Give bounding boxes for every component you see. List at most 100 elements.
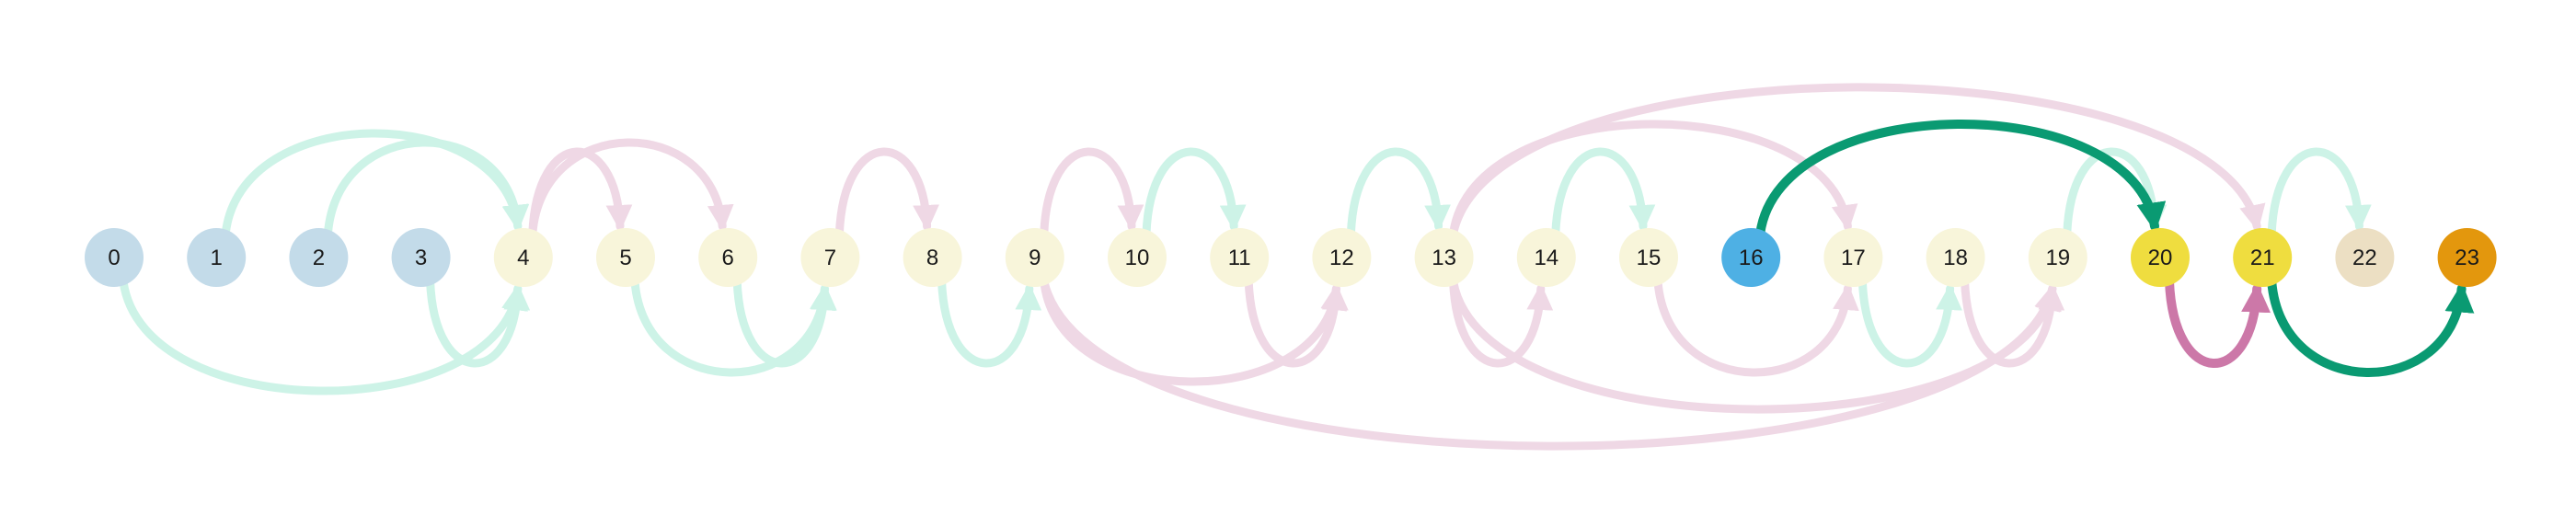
node-0-label: 0 (108, 246, 120, 270)
edge-9-to-12 (1040, 277, 1347, 386)
node-8-circle (903, 228, 962, 287)
node-9[interactable]: 9 (1005, 228, 1064, 287)
edge-1-to-4 (221, 129, 529, 238)
node-2-label: 2 (313, 246, 325, 270)
node-15-circle (1619, 228, 1678, 287)
node-2[interactable]: 2 (289, 228, 349, 287)
edge-5-to-7 (630, 277, 836, 377)
node-15-label: 15 (1637, 246, 1662, 270)
node-11[interactable]: 11 (1210, 228, 1270, 287)
node-8[interactable]: 8 (903, 228, 962, 287)
node-11-label: 11 (1228, 246, 1251, 270)
node-7[interactable]: 7 (800, 228, 860, 287)
edge-10-to-11 (1142, 147, 1247, 238)
node-14-label: 14 (1534, 246, 1558, 270)
node-15[interactable]: 15 (1619, 228, 1678, 287)
node-3-label: 3 (415, 246, 427, 270)
edge-13-to-21 (1449, 83, 2266, 238)
node-2-circle (289, 228, 349, 287)
node-23-circle (2437, 228, 2497, 287)
node-17-label: 17 (1841, 246, 1866, 270)
node-6-circle (698, 228, 758, 287)
node-21[interactable]: 21 (2233, 228, 2293, 287)
node-10-label: 10 (1125, 246, 1150, 270)
node-10[interactable]: 10 (1108, 228, 1167, 287)
edge-16-to-20 (1755, 120, 2167, 238)
node-17[interactable]: 17 (1823, 228, 1883, 287)
node-7-label: 7 (824, 246, 836, 270)
edge-9-to-10 (1040, 147, 1144, 238)
node-19-label: 19 (2045, 246, 2070, 270)
node-17-circle (1823, 228, 1883, 287)
node-5[interactable]: 5 (596, 228, 655, 287)
node-18[interactable]: 18 (1926, 228, 1985, 287)
node-19[interactable]: 19 (2028, 228, 2087, 287)
node-11-circle (1210, 228, 1270, 287)
node-13-circle (1414, 228, 1474, 287)
node-5-circle (596, 228, 655, 287)
node-5-label: 5 (619, 246, 631, 270)
edge-13-to-19 (1449, 277, 2062, 414)
node-4[interactable]: 4 (493, 228, 553, 287)
node-18-label: 18 (1943, 246, 1968, 270)
node-22-label: 22 (2352, 246, 2377, 270)
edge-19-to-20 (2063, 147, 2168, 238)
node-9-label: 9 (1029, 246, 1041, 270)
node-4-label: 4 (517, 246, 529, 270)
edge-4-to-6 (528, 138, 734, 238)
node-6[interactable]: 6 (698, 228, 758, 287)
node-12[interactable]: 12 (1312, 228, 1372, 287)
node-20-label: 20 (2148, 246, 2173, 270)
node-3[interactable]: 3 (391, 228, 451, 287)
node-21-label: 21 (2250, 246, 2275, 270)
node-7-circle (800, 228, 860, 287)
node-9-circle (1005, 228, 1064, 287)
edge-14-to-15 (1551, 147, 1656, 238)
edge-2-to-4 (323, 138, 530, 238)
node-12-circle (1312, 228, 1372, 287)
node-16-label: 16 (1739, 246, 1764, 270)
node-13[interactable]: 13 (1414, 228, 1474, 287)
edge-0-to-4 (119, 277, 528, 395)
node-3-circle (391, 228, 451, 287)
edge-21-to-23 (2267, 277, 2475, 377)
node-6-label: 6 (722, 246, 734, 270)
node-16[interactable]: 16 (1721, 228, 1781, 287)
node-0-circle (85, 228, 144, 287)
edge-7-to-8 (834, 147, 939, 238)
edge-12-to-13 (1346, 147, 1451, 238)
node-23-label: 23 (2455, 246, 2479, 270)
node-0[interactable]: 0 (85, 228, 144, 287)
node-13-label: 13 (1432, 246, 1456, 270)
node-1-circle (187, 228, 247, 287)
edge-18-to-19 (1961, 277, 2065, 368)
node-20[interactable]: 20 (2131, 228, 2190, 287)
node-8-label: 8 (926, 246, 938, 270)
node-22-circle (2335, 228, 2395, 287)
node-1-label: 1 (211, 246, 223, 270)
edge-13-to-14 (1449, 277, 1554, 368)
edge-6-to-7 (732, 277, 837, 368)
edge-15-to-17 (1653, 277, 1859, 377)
node-1[interactable]: 1 (187, 228, 247, 287)
edges-layer (119, 83, 2475, 451)
node-4-circle (493, 228, 553, 287)
node-19-circle (2028, 228, 2087, 287)
edge-8-to-9 (937, 277, 1042, 368)
node-22[interactable]: 22 (2335, 228, 2395, 287)
node-18-circle (1926, 228, 1985, 287)
edge-3-to-4 (426, 277, 531, 368)
edge-11-to-12 (1244, 277, 1349, 368)
node-14[interactable]: 14 (1516, 228, 1576, 287)
node-16-circle (1721, 228, 1781, 287)
node-12-label: 12 (1329, 246, 1354, 270)
node-20-circle (2131, 228, 2190, 287)
edge-20-to-21 (2165, 277, 2271, 368)
node-23[interactable]: 23 (2437, 228, 2497, 287)
edge-21-to-22 (2267, 147, 2372, 238)
node-21-circle (2233, 228, 2293, 287)
node-10-circle (1108, 228, 1167, 287)
edge-17-to-18 (1857, 277, 1962, 368)
